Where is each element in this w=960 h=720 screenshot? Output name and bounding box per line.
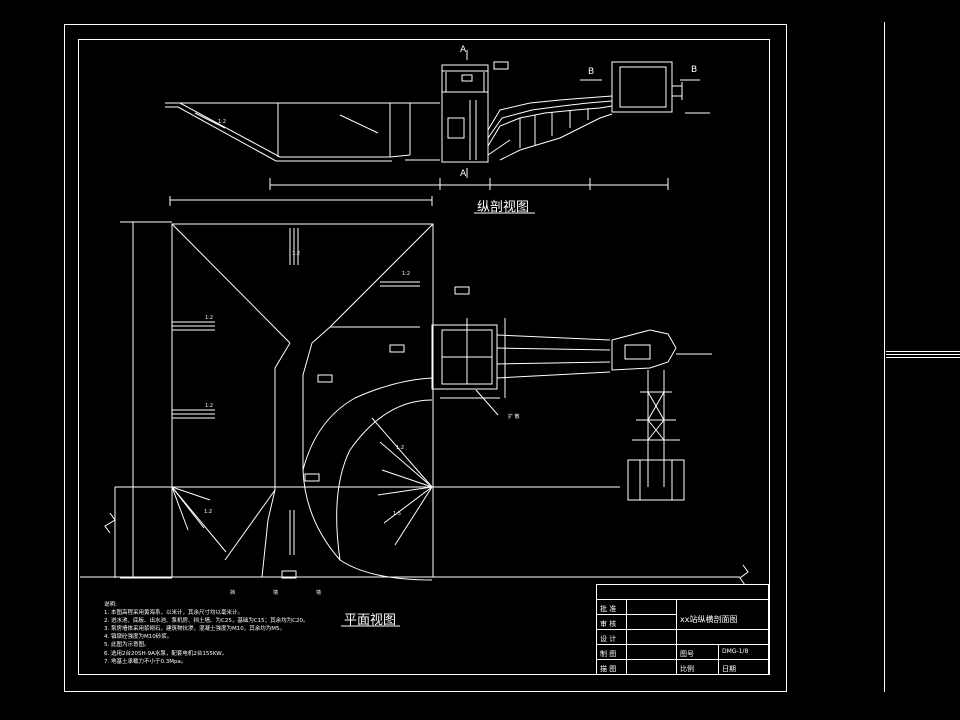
slope-label: 1:2 (402, 271, 411, 277)
drawing-number: DMG-1/8 (722, 648, 749, 655)
plan-note-label: 扩 散 (508, 414, 520, 420)
plan-view (80, 196, 749, 586)
drawing-number-label: 图号 (680, 650, 694, 658)
note-line: 7. 地基土承载力不小于0.3Mpa。 (104, 658, 187, 665)
note-line: 1. 本图高程采用黄海系，以米计，其余尺寸均以毫米计。 (104, 610, 243, 617)
title-block-row-draft: 制 图 (600, 650, 617, 658)
sheet-inner-border (78, 39, 770, 675)
title-block-frame (596, 584, 769, 675)
note-line: 3. 泵房墙体采用浆砌石，建筑物抗渗，混凝土强度为M10，其余均为M5。 (104, 626, 285, 633)
bottom-mark: 挡 (230, 590, 236, 596)
note-line: 4. 镇墩砼强度为M10砂浆。 (104, 634, 173, 641)
scale-label: 比例 (680, 665, 694, 673)
note-line: 5. 此图为示意图。 (104, 642, 150, 649)
longitudinal-section (165, 50, 710, 190)
title-block-row-trace: 描 图 (600, 665, 617, 673)
slope-label: 1:2 (396, 445, 405, 451)
title-block-row-review: 审 核 (600, 620, 617, 628)
slope-label: 1:2 (205, 315, 214, 321)
bottom-mark: 墙 (316, 590, 322, 596)
section-mark-b-right: B (691, 65, 698, 75)
section-mark-b-left: B (588, 67, 595, 77)
note-line: 2. 进水池、底板、出水池、泵机房、挡土墙、为C25，基础为C15；其余均为C2… (104, 618, 309, 625)
slope-label: 1:2 (204, 509, 213, 515)
slope-label: 1:5 (393, 511, 402, 517)
slope-label: 1:2 (205, 403, 214, 409)
longitudinal-section-title: 纵剖视图 (477, 200, 530, 215)
section-mark-a-bottom: A (460, 169, 467, 179)
note-line: 6. 选用2台20SH-9A水泵，配套电机2台155KW。 (104, 650, 228, 657)
sheet-outer-border (64, 24, 787, 692)
bottom-mark: 墙 (273, 590, 279, 596)
slope-label: 1:2 (292, 251, 301, 257)
date-label: 日期 (722, 665, 736, 673)
slope-label: 1:2 (218, 119, 227, 125)
section-mark-a-top: A (460, 45, 467, 55)
design-notes: 说明: 1. 本图高程采用黄海系，以米计，其余尺寸均以毫米计。 2. 进水池、底… (104, 601, 309, 666)
drawing-name: xx站纵横剖面图 (680, 615, 738, 624)
notes-heading: 说明: (104, 602, 117, 608)
plan-view-title: 平面视图 (344, 613, 397, 628)
title-block-row-approve: 批 准 (600, 605, 617, 613)
next-sheet-mark (886, 351, 960, 358)
title-block-row-design: 设 计 (600, 635, 617, 643)
